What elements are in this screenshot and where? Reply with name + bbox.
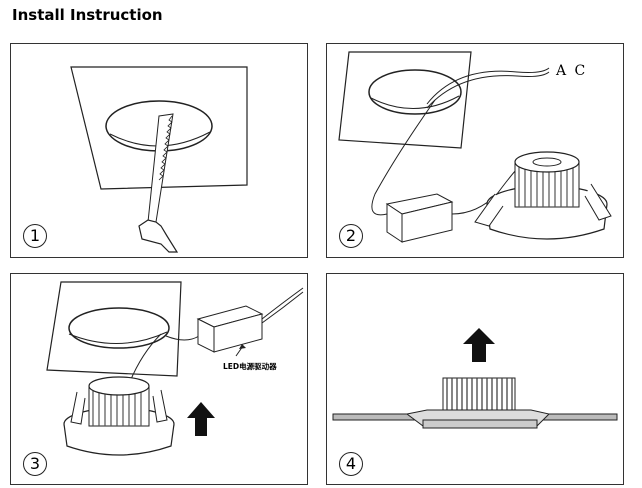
step-number: 1	[23, 224, 47, 248]
step-3-illustration	[46, 281, 304, 456]
ac-label: A C	[556, 63, 588, 79]
step-4-panel: 4	[326, 273, 624, 485]
step-2-panel: A C 2	[326, 43, 624, 258]
step-4-illustration	[332, 328, 618, 429]
step-1-panel: 1	[10, 43, 308, 258]
step-number: 2	[339, 224, 363, 248]
driver-label: LED电源驱动器	[223, 362, 277, 371]
step-3-panel: LED电源驱动器 3	[10, 273, 308, 485]
step-number: 3	[23, 452, 47, 476]
step-1-illustration	[70, 66, 248, 253]
step-2-illustration	[338, 51, 612, 243]
page-title: Install Instruction	[12, 6, 163, 24]
step-number: 4	[339, 452, 363, 476]
